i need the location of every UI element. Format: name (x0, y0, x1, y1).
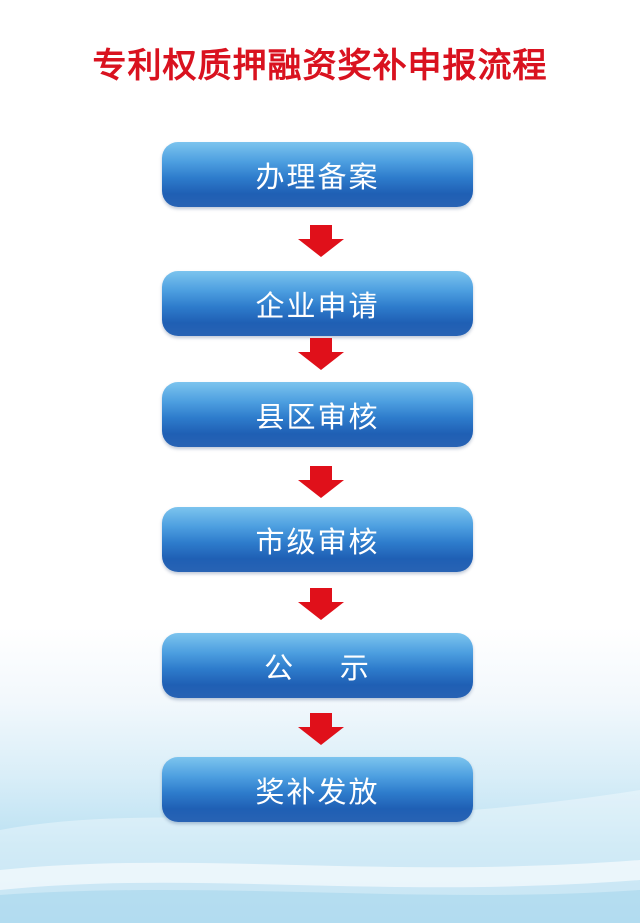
step-label: 县区审核 (255, 399, 380, 434)
step-publicity[interactable]: 公 示 (162, 633, 473, 698)
step-enterprise-apply[interactable]: 企业申请 (162, 271, 473, 336)
down-arrow-icon (298, 588, 344, 620)
down-arrow-icon (298, 338, 344, 370)
down-arrow-icon (298, 466, 344, 498)
page-title: 专利权质押融资奖补申报流程 (92, 46, 548, 86)
step-subsidy-release[interactable]: 奖补发放 (162, 757, 473, 822)
step-register[interactable]: 办理备案 (162, 142, 473, 207)
step-label: 企业申请 (255, 288, 380, 323)
step-city-review[interactable]: 市级审核 (162, 507, 473, 572)
step-label: 奖补发放 (255, 774, 380, 809)
step-label: 办理备案 (255, 159, 380, 194)
step-label: 市级审核 (255, 524, 380, 559)
down-arrow-icon (298, 225, 344, 257)
step-county-review[interactable]: 县区审核 (162, 382, 473, 447)
down-arrow-icon (298, 713, 344, 745)
step-label: 公 示 (264, 650, 371, 685)
